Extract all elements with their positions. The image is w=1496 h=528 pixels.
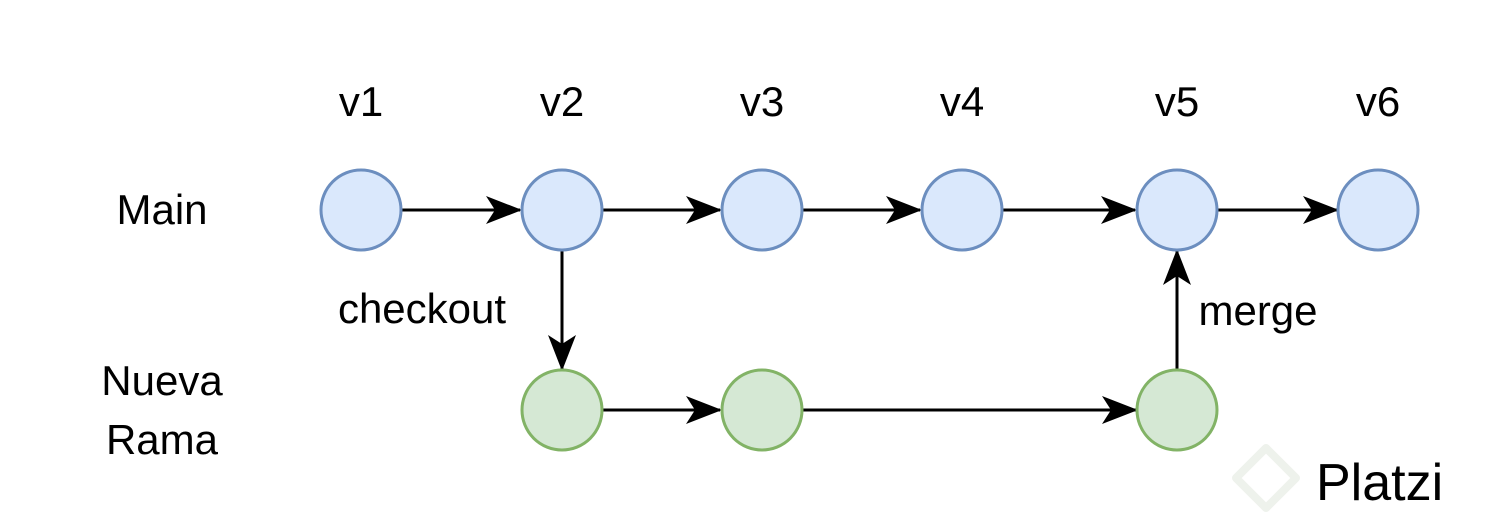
main-commit-v4 xyxy=(920,168,1004,252)
branch-label-feature-line2: Rama xyxy=(106,416,219,463)
version-label-v1: v1 xyxy=(339,78,383,125)
platzi-watermark: Platzi xyxy=(1232,444,1443,512)
main-commit-v2 xyxy=(520,168,604,252)
main-commit-v5 xyxy=(1135,168,1219,252)
checkout-label: checkout xyxy=(338,285,506,332)
main-commit-v1 xyxy=(319,168,403,252)
version-label-v4: v4 xyxy=(940,78,984,125)
branch-label-feature-line1: Nueva xyxy=(101,357,223,404)
merge-label: merge xyxy=(1198,287,1317,334)
branch-label-main: Main xyxy=(116,186,207,233)
feature-commit-1 xyxy=(520,368,604,452)
version-label-v3: v3 xyxy=(740,78,784,125)
version-label-v5: v5 xyxy=(1155,78,1199,125)
feature-commit-2 xyxy=(720,368,804,452)
watermark-text: Platzi xyxy=(1316,454,1443,512)
main-commit-v6 xyxy=(1336,168,1420,252)
platzi-logo-icon xyxy=(1232,444,1300,512)
main-commit-v3 xyxy=(720,168,804,252)
feature-commit-3 xyxy=(1135,368,1219,452)
version-label-v2: v2 xyxy=(540,78,584,125)
version-label-v6: v6 xyxy=(1356,78,1400,125)
